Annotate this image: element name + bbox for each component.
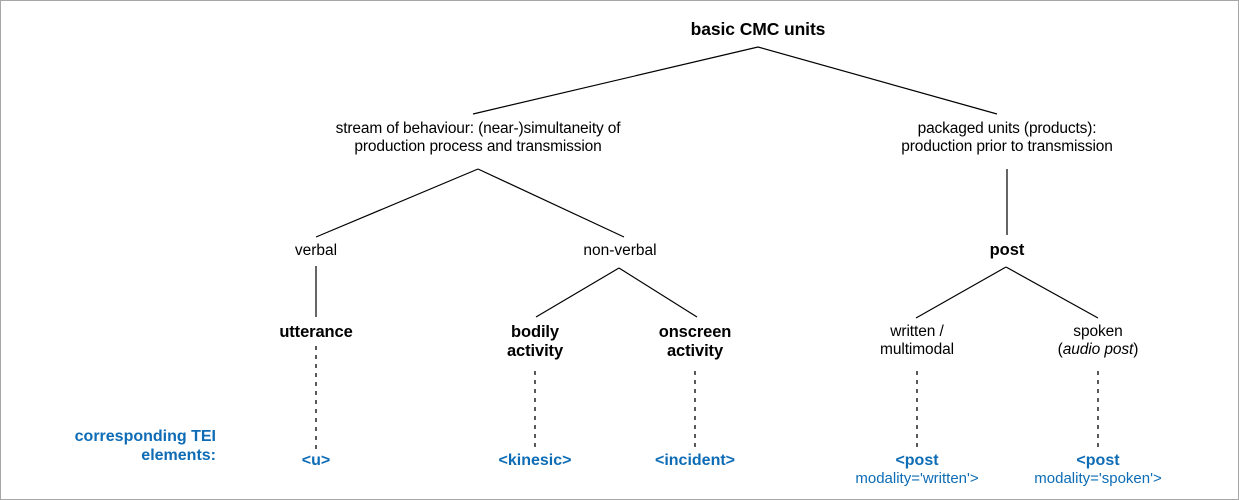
edge-root-to-stream — [472, 46, 759, 115]
tei-caption: corresponding TEI elements: — [74, 428, 216, 465]
edge-stream-to-nonverbal — [477, 168, 625, 238]
tei-element-post-written-tag: <post — [895, 452, 939, 469]
node-post: post — [989, 241, 1025, 259]
tei-element-post-spoken-attribute: modality='spoken'> — [1034, 470, 1162, 488]
node-bodily: bodily activity — [506, 323, 564, 361]
node-written: written / multimodal — [880, 323, 954, 359]
node-packaged: packaged units (products): production pr… — [901, 120, 1113, 156]
node-onscreen: onscreen activity — [658, 323, 732, 361]
edge-stream-to-verbal — [315, 168, 479, 238]
node-stream: stream of behaviour: (near-)simultaneity… — [335, 120, 621, 156]
tei-element-kinesic: <kinesic> — [499, 451, 572, 470]
tei-element-u-tag: <u> — [301, 452, 331, 469]
node-root: basic CMC units — [690, 19, 826, 39]
node-verbal: verbal — [294, 242, 338, 259]
tei-element-post-spoken-tag: <post — [1076, 452, 1120, 469]
edge-nonverbal-to-bodily — [535, 267, 620, 318]
node-nonverbal: non-verbal — [583, 242, 657, 259]
tei-element-post-written-attribute: modality='written'> — [855, 470, 979, 488]
tei-element-u: <u> — [302, 451, 330, 470]
edge-post-to-written — [915, 266, 1007, 319]
edge-nonverbal-to-onscreen — [618, 267, 698, 318]
tei-element-incident: <incident> — [655, 451, 735, 470]
node-spoken-italic: audio post — [1062, 341, 1134, 359]
node-utterance: utterance — [279, 323, 353, 341]
tei-element-kinesic-tag: <kinesic> — [498, 452, 572, 469]
node-spoken: spoken (audio post) — [1057, 323, 1139, 359]
edge-root-to-packaged — [757, 46, 998, 115]
tei-element-incident-tag: <incident> — [654, 452, 736, 469]
edge-post-to-spoken — [1005, 266, 1099, 319]
